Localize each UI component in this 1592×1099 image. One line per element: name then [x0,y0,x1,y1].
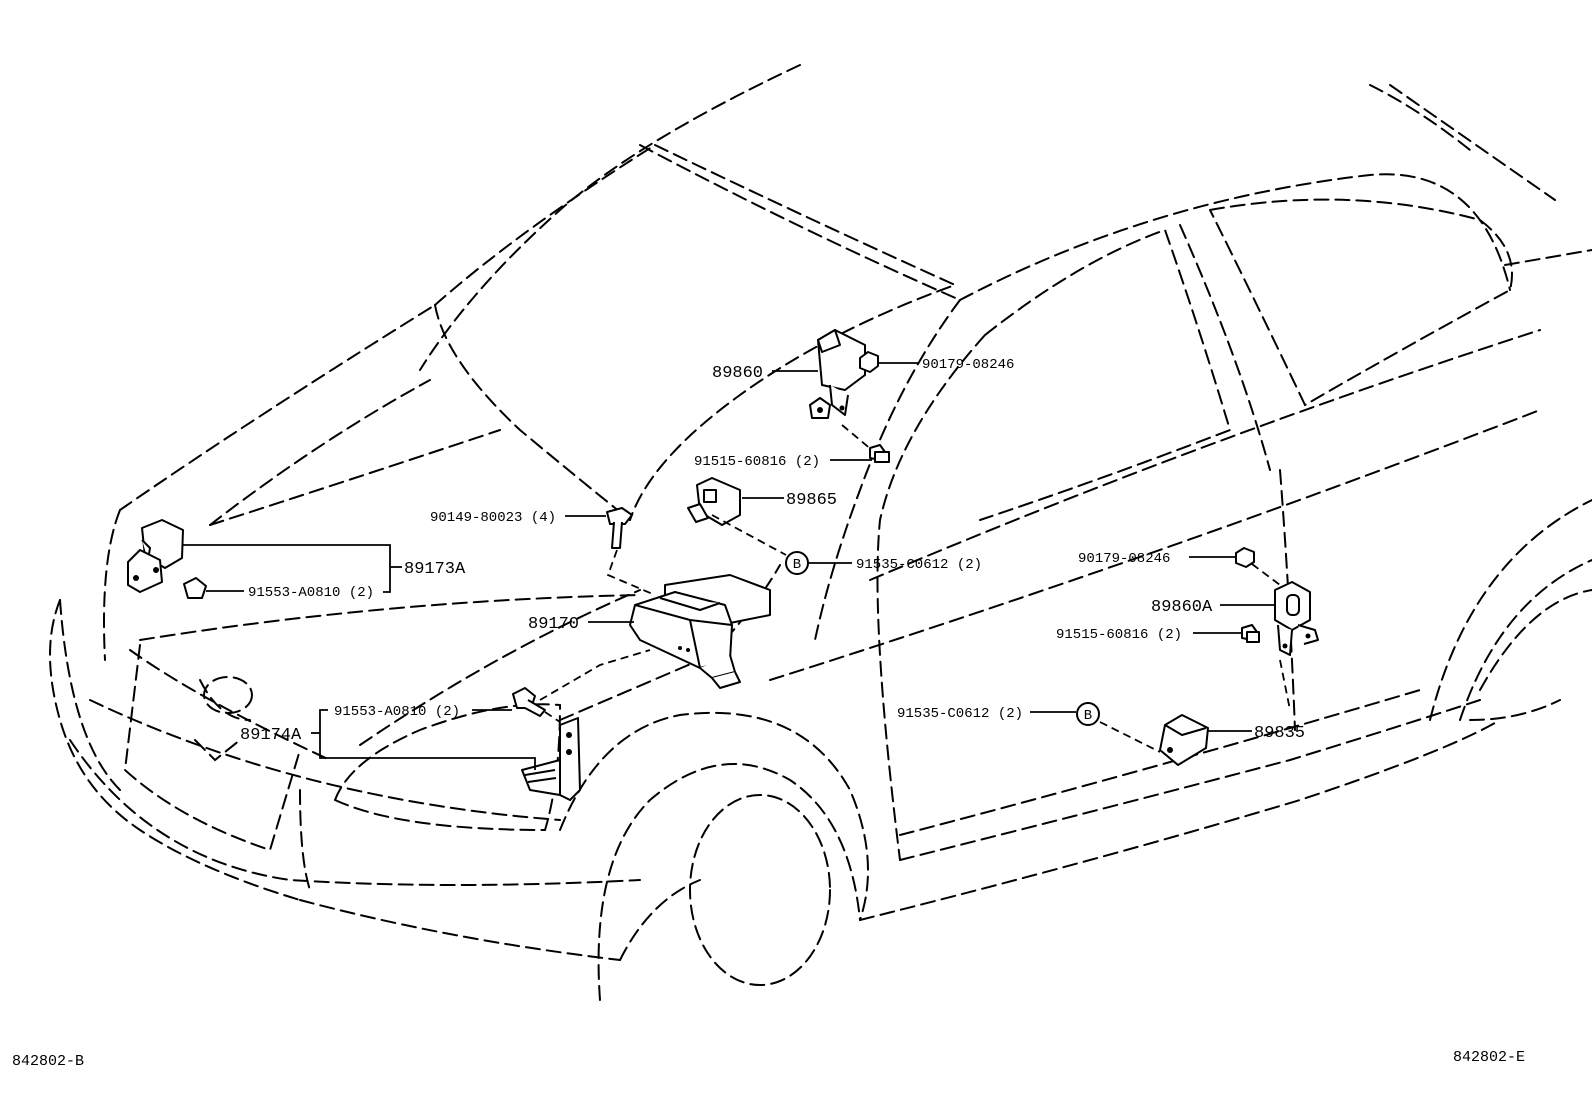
marker-b-top-label: B [793,557,801,573]
bolt-91515-right [1241,624,1260,643]
nut-90179-right [1235,547,1255,568]
label-91553-top: 91553-A0810 (2) [248,585,374,601]
bolt-91515-top [869,444,890,463]
sensor-89865 [687,477,741,526]
airbag-ecu-89170 [629,574,771,689]
bolt-91553-top [183,577,207,599]
bolt-91553-mid [512,687,546,717]
label-89865: 89865 [786,491,837,510]
label-91515-right: 91515-60816 (2) [1056,627,1182,643]
label-90179-right: 90179-08246 [1078,551,1170,567]
label-89174A: 89174A [240,726,302,745]
sensor-89173A [127,519,184,593]
label-90149: 90149-80023 (4) [430,510,556,526]
label-91535-top: 91535-C0612 (2) [856,557,982,573]
car-outline [49,64,1592,1001]
marker-b-right: B [1076,702,1100,726]
sensor-89860 [809,329,866,419]
screw-90149 [606,507,633,549]
label-91535-right: 91535-C0612 (2) [897,706,1023,722]
corner-code-right: 842802-E [1453,1049,1525,1066]
marker-b-right-label: B [1084,708,1092,724]
label-89860A: 89860A [1151,598,1213,617]
nut-90179-top [859,351,879,373]
marker-b-top: B [785,551,809,575]
label-91553-mid: 91553-A0810 (2) [334,704,460,720]
corner-code-left: 842802-B [12,1053,84,1070]
sensor-89835 [1159,714,1209,766]
sensor-89860A [1274,581,1319,656]
label-89860: 89860 [712,364,763,383]
label-90179-top: 90179-08246 [922,357,1014,373]
label-89170: 89170 [528,615,579,634]
callout-labels: 89860 90179-08246 91515-60816 (2) 89865 … [240,357,1305,745]
leader-lines [183,362,1291,770]
label-89173A: 89173A [404,560,466,579]
label-89835: 89835 [1254,724,1305,743]
bracket-89174A [521,717,581,801]
label-91515-top: 91515-60816 (2) [694,454,820,470]
